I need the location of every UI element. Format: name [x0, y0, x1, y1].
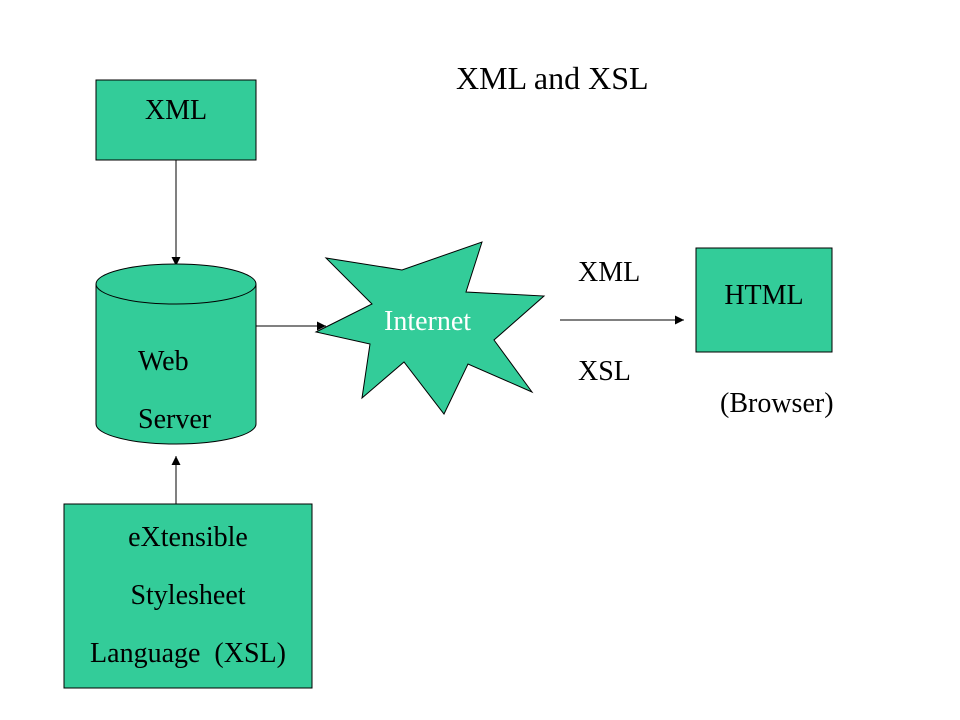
- xsl-box-line3: Language (XSL): [90, 638, 286, 669]
- xml-box-label: XML: [144, 95, 208, 126]
- transfer-label-xml: XML: [578, 257, 641, 288]
- xsl-box: [63, 503, 313, 689]
- web-server-label-line1: Web: [138, 346, 189, 377]
- page-title: XML and XSL: [456, 60, 649, 96]
- xsl-box-line2: Stylesheet: [130, 580, 246, 611]
- html-box-label: HTML: [724, 280, 804, 311]
- web-server-label-line2: Server: [138, 404, 212, 435]
- internet-label: Internet: [384, 306, 472, 337]
- xml-box: [95, 79, 257, 161]
- html-box: [695, 247, 833, 353]
- xsl-box-line1: eXtensible: [128, 522, 248, 553]
- transfer-label-xsl: XSL: [578, 356, 631, 387]
- internet-burst-shape: [314, 241, 546, 415]
- browser-caption: (Browser): [720, 388, 834, 419]
- web-server-cylinder: [95, 263, 257, 445]
